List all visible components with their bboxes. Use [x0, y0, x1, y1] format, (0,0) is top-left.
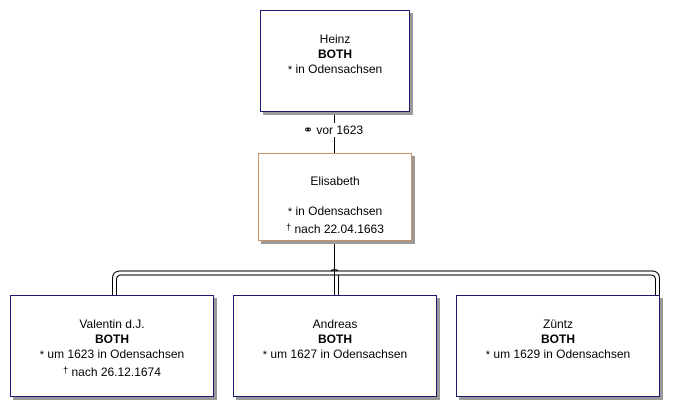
child-death-line: † nach 26.12.1674 [11, 363, 213, 380]
child-birth-line: * um 1623 in Odensachsen [11, 347, 213, 363]
children-bar-inner [116, 274, 656, 295]
person-box-child-2[interactable]: Andreas BOTH * um 1627 in Odensachsen [233, 295, 437, 397]
person-box-child-3[interactable]: Züntz BOTH * um 1629 in Odensachsen [456, 295, 660, 397]
mother-spacer [259, 189, 411, 204]
father-surname: BOTH [318, 47, 352, 61]
mother-first-name: Elisabeth [310, 174, 360, 188]
father-birth-line: * in Odensachsen [261, 62, 409, 78]
person-box-father[interactable]: Heinz BOTH * in Odensachsen [260, 10, 410, 112]
marriage-label: ⚭ vor 1623 [278, 123, 388, 137]
child-surname: BOTH [541, 332, 575, 346]
child-first-name: Züntz [542, 317, 573, 331]
birth-symbol-icon: * [485, 349, 491, 361]
child-surname: BOTH [95, 332, 129, 346]
child-birth-line: * um 1627 in Odensachsen [234, 347, 436, 363]
father-first-name: Heinz [319, 32, 351, 46]
child-birth: um 1629 in Odensachsen [493, 347, 631, 361]
child-first-name: Andreas [312, 317, 358, 331]
birth-symbol-icon: * [287, 64, 293, 76]
child-death: nach 26.12.1674 [71, 365, 161, 379]
birth-symbol-icon: * [39, 349, 45, 361]
child-birth: um 1623 in Odensachsen [47, 347, 185, 361]
death-dagger-icon: † [286, 222, 292, 232]
child-birth-line: * um 1629 in Odensachsen [457, 347, 659, 363]
birth-symbol-icon: * [262, 349, 268, 361]
mother-death: nach 22.04.1663 [294, 222, 384, 236]
marriage-rings-icon: ⚭ [302, 123, 313, 137]
person-box-child-1[interactable]: Valentin d.J. BOTH * um 1623 in Odensach… [10, 295, 214, 397]
mother-birth-line: * in Odensachsen [259, 204, 411, 220]
person-box-mother[interactable]: Elisabeth * in Odensachsen † nach 22.04.… [258, 153, 412, 241]
branch-bend [330, 269, 339, 272]
mother-death-line: † nach 22.04.1663 [259, 220, 411, 237]
mother-birth: in Odensachsen [295, 204, 383, 218]
death-dagger-icon: † [63, 365, 69, 375]
father-birth: in Odensachsen [295, 62, 383, 76]
child-first-name: Valentin d.J. [79, 317, 145, 331]
marriage-date: vor 1623 [316, 123, 364, 137]
birth-symbol-icon: * [287, 206, 293, 218]
children-bar-outer [112, 270, 660, 295]
child-surname: BOTH [318, 332, 352, 346]
child-birth: um 1627 in Odensachsen [270, 347, 408, 361]
